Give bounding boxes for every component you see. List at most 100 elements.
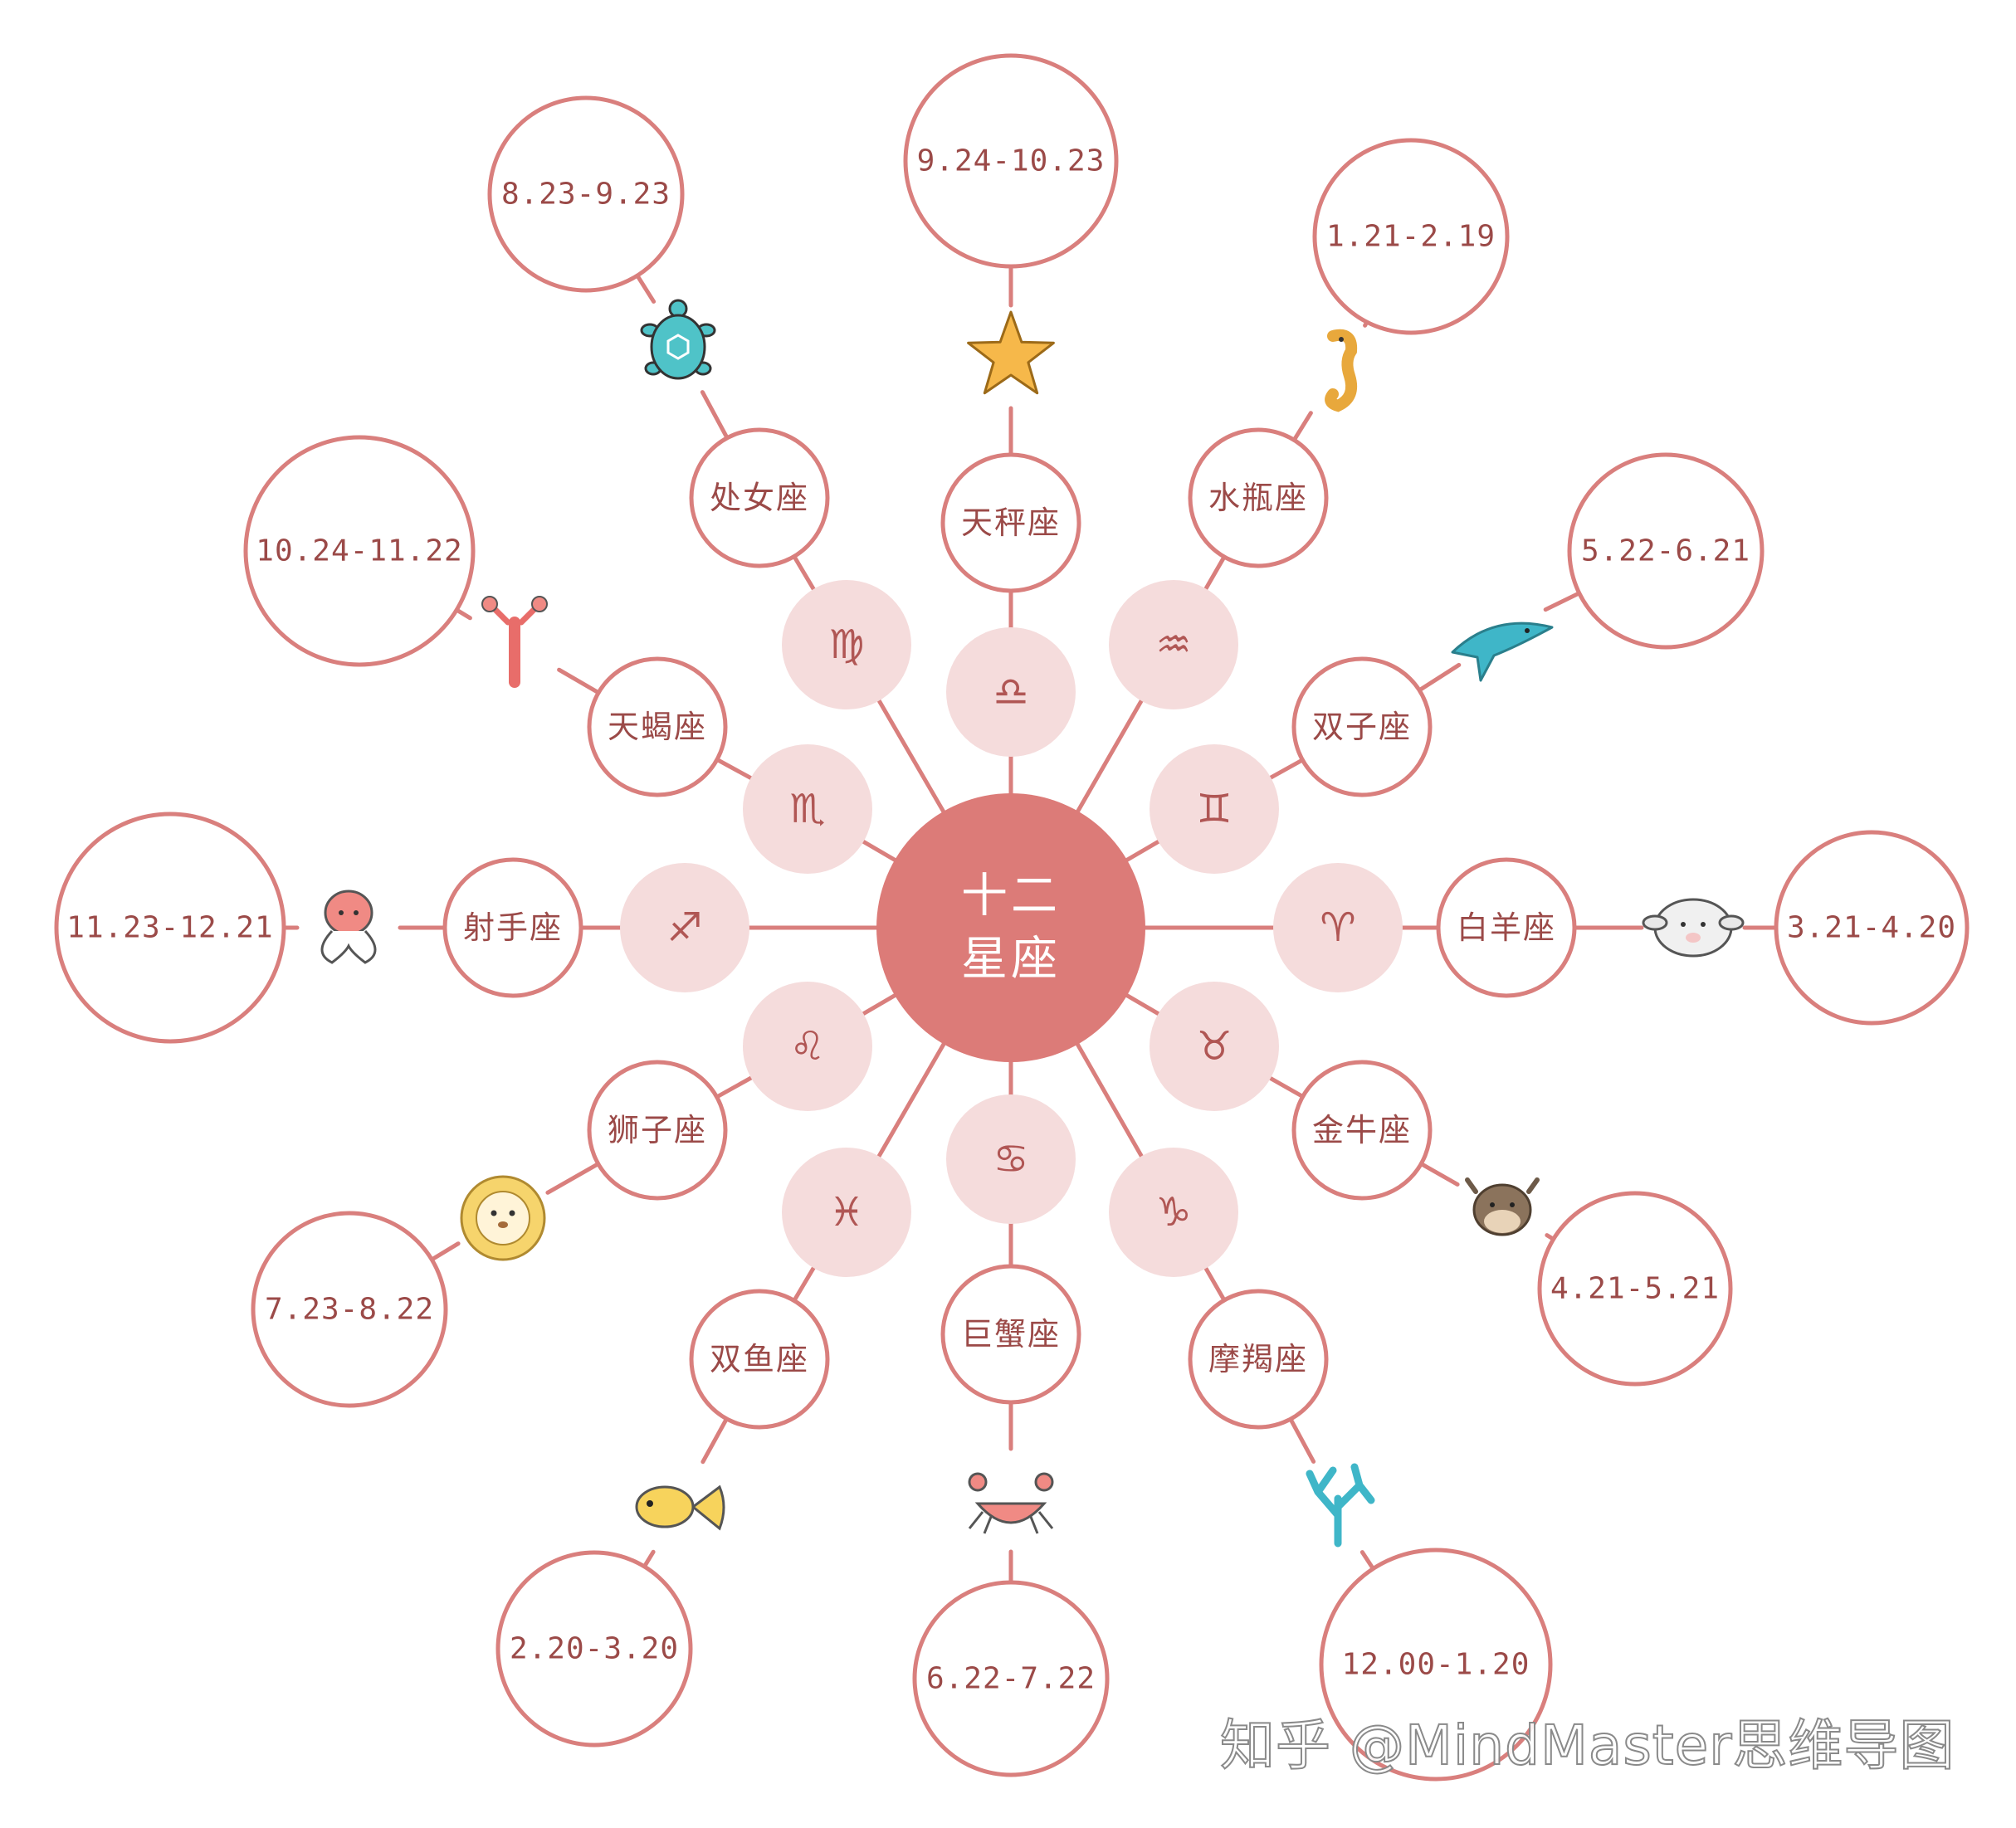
name-node[interactable] [940,452,1081,593]
zodiac-date-range: 6.22-7.22 [926,1662,1096,1696]
zodiac-name: 狮子座 [608,1112,707,1148]
zodiac-symbol: ♊ [1196,786,1232,832]
zodiac-branch[interactable]: ♊ 双子座 5.22-6.21 [1150,452,1765,874]
symbol-disc [1109,1148,1238,1277]
date-node[interactable] [243,435,476,667]
zodiac-symbol: ♑ [1155,1189,1191,1236]
date-node[interactable] [903,53,1119,269]
symbol-disc [620,863,749,992]
zodiac-name: 摩羯座 [1208,1341,1308,1377]
zodiac-symbol: ♍ [828,622,864,668]
turtle-icon [640,299,716,380]
seahorse-icon [1325,329,1358,412]
zodiac-symbol: ♏ [789,786,825,832]
date-node[interactable] [1537,1191,1733,1387]
zodiac-date-range: 10.24-11.22 [256,534,462,568]
zodiac-name: 处女座 [710,480,809,516]
zodiac-date-range: 5.22-6.21 [1581,534,1750,568]
zodiac-date-range: 3.21-4.20 [1787,911,1956,945]
date-node[interactable] [912,1580,1110,1777]
zodiac-branch[interactable]: ♎ 天秤座 9.24-10.23 [903,53,1119,757]
watermark: 知乎 @MindMaster思维导图 [1219,1713,1955,1778]
center-title-line1: 十二 [961,870,1061,924]
zodiac-branch[interactable]: ♍ 处女座 8.23-9.23 [487,95,911,709]
zodiac-name: 射手座 [463,909,563,946]
zodiac-date-range: 7.23-8.22 [265,1293,434,1327]
zodiac-branch[interactable]: ♏ 天蝎座 10.24-11.22 [243,435,872,874]
zodiac-branch[interactable]: ♑ 摩羯座 12.00-1.20 [1109,1148,1553,1782]
nodes: ♈ 白羊座 3.21-4.20 ♉ 金牛座 4.21-5.21 ♑ 摩羯座 12.00-1.20… [54,53,1970,1782]
symbol-disc [782,580,911,709]
symbol-disc [743,982,872,1111]
symbol-disc [1109,580,1238,709]
name-node[interactable] [1291,1060,1433,1201]
zodiac-branch[interactable]: ♈ 白羊座 3.21-4.20 [1273,830,1970,1026]
zodiac-symbol: ♒ [1155,622,1191,668]
date-node[interactable] [1774,830,1970,1026]
symbol-disc [782,1148,911,1277]
symbol-disc [1273,863,1403,992]
date-node[interactable] [251,1211,448,1408]
zodiac-branch[interactable]: ♋ 巨蟹座 6.22-7.22 [912,1094,1110,1777]
name-node[interactable] [1188,1289,1329,1430]
center-title-line2: 星座 [961,933,1061,987]
symbol-disc [1150,744,1279,874]
zodiac-name: 水瓶座 [1208,480,1308,516]
symbol-disc [946,1094,1076,1224]
zodiac-name: 双鱼座 [710,1341,809,1377]
shark-icon [1451,622,1554,682]
coral-icon [1306,1463,1375,1548]
zodiac-symbol: ♋ [993,1136,1028,1182]
zodiac-name: 双子座 [1312,709,1412,745]
name-node[interactable] [587,1060,728,1201]
name-node[interactable] [1188,427,1329,568]
zodiac-symbol: ♓ [828,1189,864,1236]
zodiac-symbol: ♎ [993,669,1028,715]
lobster-icon [481,596,548,688]
name-node[interactable] [1436,857,1577,998]
zodiac-name: 金牛座 [1312,1112,1412,1148]
zodiac-branch[interactable]: ♉ 金牛座 4.21-5.21 [1150,982,1733,1387]
zodiac-date-range: 1.21-2.19 [1326,220,1496,254]
symbol-disc [1150,982,1279,1111]
date-node[interactable] [495,1550,693,1748]
date-node[interactable] [1312,138,1510,335]
zodiac-date-range: 8.23-9.23 [501,178,671,212]
zodiac-symbol: ♈ [1320,904,1355,951]
date-node[interactable] [54,812,286,1044]
name-node[interactable] [587,656,728,797]
zodiac-symbol: ♐ [666,904,702,951]
symbol-disc [946,627,1076,757]
zodiac-symbol: ♌ [789,1023,825,1070]
zodiac-date-range: 2.20-3.20 [510,1632,679,1666]
zodiac-branch[interactable]: ♌ 狮子座 7.23-8.22 [251,982,872,1408]
zodiac-branch[interactable]: ♐ 射手座 11.23-12.21 [54,812,749,1044]
zodiac-branch[interactable]: ♒ 水瓶座 1.21-2.19 [1109,138,1510,709]
zodiac-branch[interactable]: ♓ 双鱼座 2.20-3.20 [495,1148,911,1748]
name-node[interactable] [689,1289,830,1430]
zodiac-date-range: 11.23-12.21 [66,911,273,945]
name-node[interactable] [1291,656,1433,797]
zodiac-date-range: 12.00-1.20 [1342,1648,1530,1682]
center-disc [876,793,1145,1062]
zodiac-date-range: 9.24-10.23 [917,144,1106,178]
name-node[interactable] [940,1264,1081,1405]
date-node[interactable] [1567,452,1765,650]
date-node[interactable] [487,95,685,293]
name-node[interactable] [689,427,830,568]
cow-icon [1465,1177,1540,1236]
zodiac-name: 白羊座 [1457,909,1556,946]
sheep-icon [1642,898,1745,958]
name-node[interactable] [442,857,583,998]
crab-icon [968,1472,1054,1534]
zodiac-name: 天秤座 [961,505,1061,541]
octopus-icon [320,890,377,964]
zodiac-name: 巨蟹座 [961,1316,1061,1353]
zodiac-name: 天蝎座 [608,709,707,745]
starfish-icon [967,310,1055,395]
zodiac-date-range: 4.21-5.21 [1550,1272,1720,1306]
zodiac-symbol: ♉ [1196,1023,1232,1070]
date-node[interactable] [1319,1548,1553,1782]
